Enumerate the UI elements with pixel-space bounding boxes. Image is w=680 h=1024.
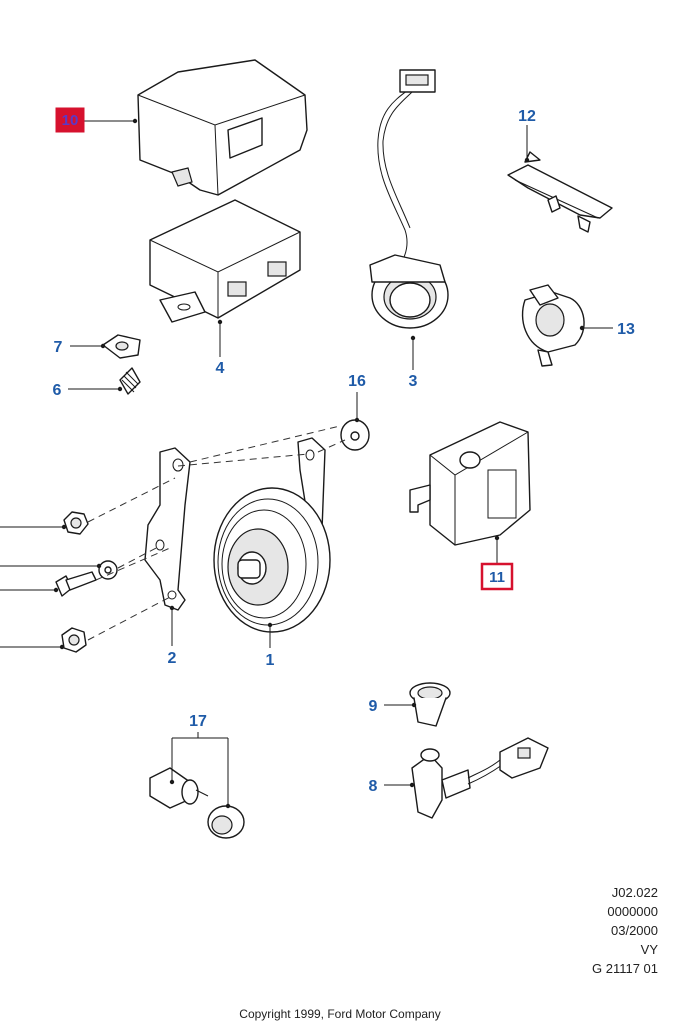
drawing-model: VY (640, 942, 658, 957)
callout-11-highlight: 11 (480, 562, 514, 591)
part-7-clip-nut (102, 334, 141, 359)
drawing-date: 03/2000 (611, 923, 658, 938)
part-4-control-module (149, 199, 301, 323)
callout-10-box (55, 107, 85, 133)
callout-8: 8 (369, 778, 378, 795)
part-16-washer (340, 419, 370, 451)
left-fasteners (55, 511, 118, 653)
part-12-clip (507, 151, 613, 233)
copyright-notice: Copyright 1999, Ford Motor Company (239, 1007, 441, 1021)
drawing-number: 0000000 (607, 904, 658, 919)
callout-10: 10 (62, 112, 79, 129)
part-6-screw (119, 367, 141, 395)
callout-7: 7 (54, 339, 63, 356)
callout-12: 12 (518, 108, 536, 125)
drawing-reference: G 21117 01 (591, 961, 658, 976)
callout-16: 16 (348, 373, 366, 390)
part-10-bracket-cover (137, 59, 308, 196)
callout-13: 13 (617, 321, 635, 338)
part-1-horn (213, 437, 331, 633)
part-8-switch-harness (411, 737, 549, 819)
drawing-info-block: J02.022 0000000 03/2000 VY G 21117 01 (592, 883, 658, 978)
part-3-sensor-with-cable (369, 69, 449, 329)
callout-3: 3 (409, 373, 418, 390)
assembly-lines (87, 425, 346, 641)
callout-6: 6 (53, 382, 62, 399)
part-11-relay-module (409, 421, 531, 546)
callout-17: 17 (189, 713, 207, 730)
callout-9: 9 (369, 698, 378, 715)
callout-11-box (480, 562, 514, 591)
callout-2: 2 (168, 650, 177, 667)
callout-11: 11 (489, 569, 505, 586)
part-2-mounting-bracket (144, 447, 191, 611)
part-9-grommet (409, 682, 451, 727)
leader-lines (0, 118, 613, 809)
drawing-code: J02.022 (611, 885, 658, 900)
part-13-retainer (521, 284, 585, 367)
callout-4: 4 (216, 360, 225, 377)
part-17-bulb-holder (149, 767, 245, 839)
callout-10-highlight: 10 (55, 107, 85, 133)
callout-1: 1 (266, 652, 275, 669)
